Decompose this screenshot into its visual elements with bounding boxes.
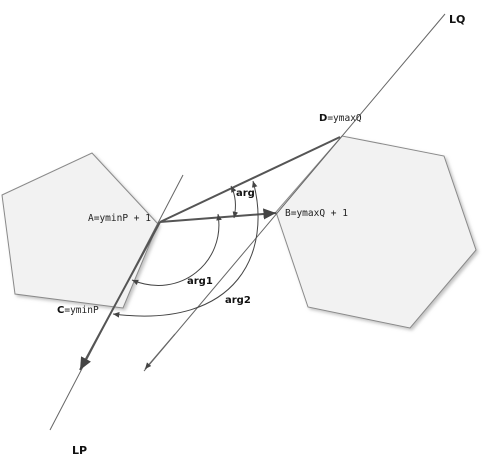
label-c-letter: C: [57, 305, 64, 316]
label-lq: LQ: [449, 13, 465, 26]
label-d-letter: D: [319, 113, 327, 124]
label-a-text: =yminP + 1: [94, 213, 151, 224]
label-c: C=yminP: [57, 305, 99, 316]
arc-arg: [230, 185, 239, 219]
label-arg: arg: [236, 188, 255, 199]
arc-arg2: [112, 180, 259, 318]
label-d: D=ymaxQ: [319, 113, 362, 124]
label-arg1: arg1: [187, 276, 213, 287]
label-lp: LP: [72, 444, 87, 457]
label-c-text: =yminP: [64, 305, 99, 316]
label-b-text: =ymaxQ + 1: [291, 208, 348, 219]
label-a-letter: A: [88, 213, 94, 224]
line-lq-arrow: [144, 333, 176, 370]
polygon-p: [1, 152, 159, 309]
label-b-letter: B: [285, 208, 291, 219]
label-d-text: =ymaxQ: [327, 113, 362, 124]
polygon-q: [275, 135, 477, 329]
label-a: A=yminP + 1: [88, 213, 151, 224]
label-b: B=ymaxQ + 1: [285, 208, 348, 219]
label-arg2: arg2: [225, 295, 251, 306]
